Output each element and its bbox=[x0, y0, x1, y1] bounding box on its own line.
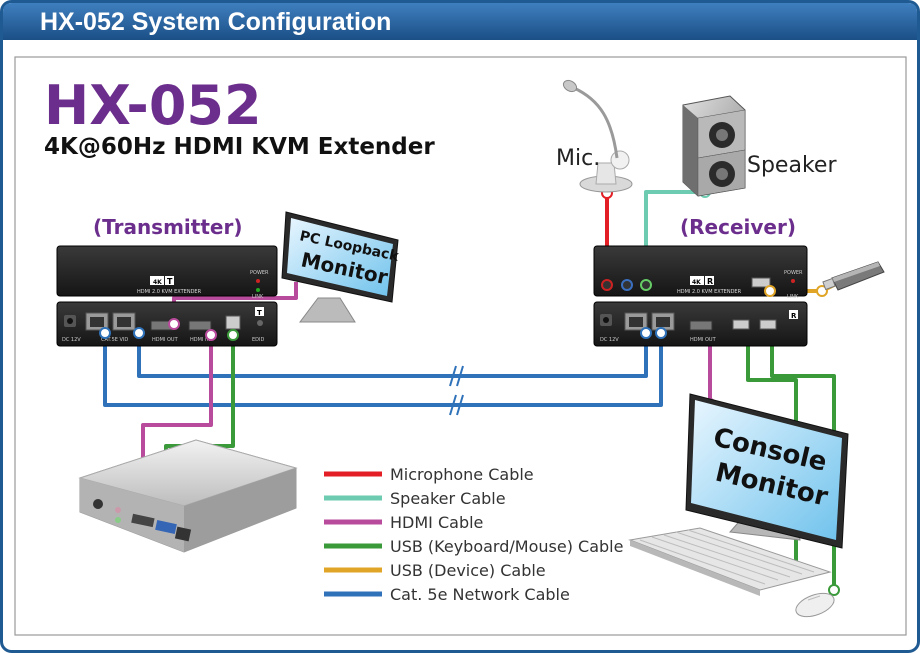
console-monitor: Console Monitor bbox=[685, 393, 849, 549]
rx-hdmi-port bbox=[689, 320, 713, 331]
network-break-mark bbox=[449, 365, 457, 387]
pc-hdmi-port bbox=[131, 513, 155, 528]
speaker bbox=[682, 95, 746, 197]
network-cable-lower bbox=[103, 333, 663, 407]
tx-link-text: LINK bbox=[252, 294, 264, 300]
pc-rj45-port bbox=[174, 526, 192, 542]
tx-model-text: HDMI 2.0 KVM EXTENDER bbox=[137, 289, 202, 295]
speaker-label: Speaker bbox=[747, 153, 837, 178]
receiver-label: (Receiver) bbox=[680, 215, 796, 239]
legend-label: Speaker Cable bbox=[390, 489, 506, 508]
inner-frame bbox=[14, 56, 907, 636]
rx-usb-port-2 bbox=[759, 319, 777, 330]
svg-text:4K: 4K bbox=[153, 279, 162, 286]
svg-text:4K: 4K bbox=[692, 279, 701, 286]
legend-label: USB (Keyboard/Mouse) Cable bbox=[390, 537, 623, 556]
network-cable-upper bbox=[137, 333, 648, 378]
tx-badge: T bbox=[167, 277, 173, 286]
legend-label: Cat. 5e Network Cable bbox=[390, 585, 570, 604]
svg-text:R: R bbox=[791, 312, 797, 320]
transmitter-device: 4K T HDMI 2.0 KVM EXTENDER POWER LINK DC… bbox=[56, 245, 278, 347]
transmitter-label: (Transmitter) bbox=[93, 215, 242, 239]
rx-link-text: LINK bbox=[787, 294, 799, 300]
tx-power-text: POWER bbox=[250, 270, 269, 276]
tx-hdmi-in-text: HDMI IN bbox=[190, 337, 210, 343]
network-break-mark bbox=[449, 394, 457, 416]
tx-hdmi-out-text: HDMI OUT bbox=[152, 337, 179, 343]
rx-usb-device-port bbox=[751, 277, 771, 288]
keyboard bbox=[628, 527, 832, 596]
tx-dc-text: DC 12V bbox=[62, 337, 81, 343]
mouse bbox=[795, 592, 835, 618]
header-bar bbox=[3, 3, 917, 40]
tx-usb-b-port bbox=[225, 315, 241, 330]
rx-power-text: POWER bbox=[784, 270, 803, 276]
network-break-mark bbox=[456, 394, 464, 416]
network-break-mark bbox=[456, 365, 464, 387]
svg-text:T: T bbox=[257, 309, 262, 317]
legend-label: USB (Device) Cable bbox=[390, 561, 546, 580]
receiver-device: 4K R HDMI 2.0 KVM EXTENDER POWER LINK DC… bbox=[593, 245, 808, 347]
legend-label: Microphone Cable bbox=[390, 465, 534, 484]
product-subtitle: 4K@60Hz HDMI KVM Extender bbox=[44, 134, 435, 160]
tx-hdmi-in-port bbox=[188, 320, 212, 331]
tx-cat5-text: CAT.5E VID bbox=[101, 337, 128, 343]
rx-usb-port-1 bbox=[732, 319, 750, 330]
pc-usb-port bbox=[155, 520, 177, 534]
rx-hdmi-text: HDMI OUT bbox=[690, 337, 717, 343]
header-title: HX-052 System Configuration bbox=[40, 8, 391, 36]
product-model: HX-052 bbox=[44, 74, 262, 137]
rx-model-text: HDMI 2.0 KVM EXTENDER bbox=[677, 289, 742, 295]
legend-label: HDMI Cable bbox=[390, 513, 483, 532]
mini-pc bbox=[78, 439, 298, 553]
tx-edid-text: EDID bbox=[252, 337, 264, 343]
rx-badge: R bbox=[707, 277, 713, 286]
mic-label: Mic. bbox=[556, 146, 600, 171]
usb-flash-drive bbox=[822, 261, 885, 291]
microphone bbox=[562, 79, 633, 193]
rx-dc-text: DC 12V bbox=[600, 337, 619, 343]
pc-loopback-monitor: PC Loopback Monitor bbox=[281, 211, 401, 323]
